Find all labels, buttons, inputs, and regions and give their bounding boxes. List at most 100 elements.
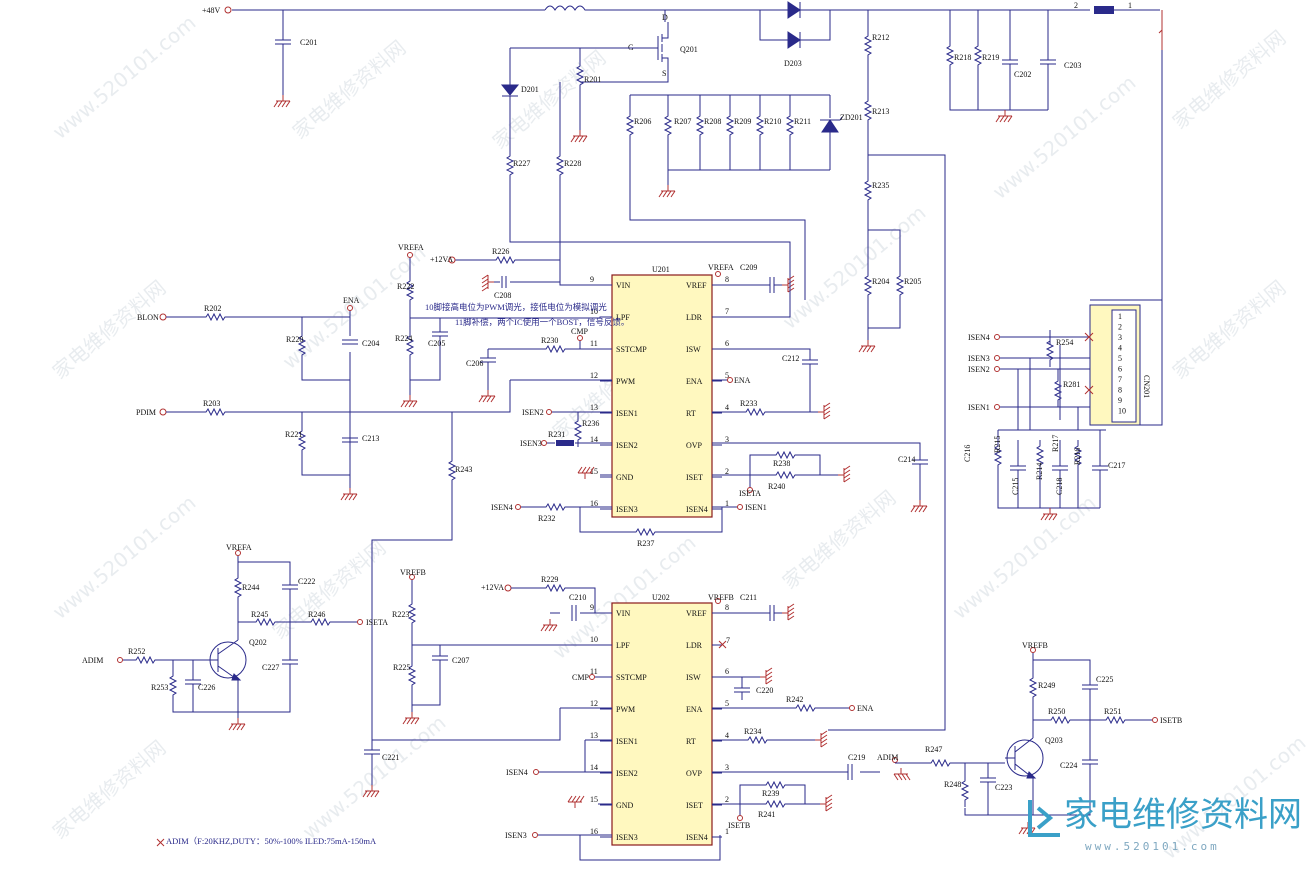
svg-text:ISEN3: ISEN3 bbox=[505, 831, 527, 840]
svg-text:C206: C206 bbox=[466, 359, 483, 368]
svg-text:D201: D201 bbox=[521, 85, 539, 94]
connector-pin: 2 bbox=[1118, 323, 1122, 332]
ic-pin-name: ISET bbox=[686, 801, 703, 810]
ic-pin-name: VIN bbox=[616, 281, 630, 290]
svg-text:ISEN2: ISEN2 bbox=[968, 365, 990, 374]
ic-pin-name: ISEN3 bbox=[616, 833, 638, 842]
svg-text:Q203: Q203 bbox=[1045, 736, 1063, 745]
svg-text:ISEN3: ISEN3 bbox=[968, 354, 990, 363]
ic-pin-number: 16 bbox=[590, 827, 598, 836]
svg-text:R239: R239 bbox=[762, 789, 779, 798]
ic-pin-number: 8 bbox=[725, 603, 729, 612]
ic-pin-number: 5 bbox=[725, 371, 729, 380]
ic-pin-name: ISEN2 bbox=[616, 441, 638, 450]
svg-text:R238: R238 bbox=[773, 459, 790, 468]
ic-pin-name: PWM bbox=[616, 705, 635, 714]
svg-text:R219: R219 bbox=[982, 53, 999, 62]
ic-pin-number: 16 bbox=[590, 499, 598, 508]
svg-text:R237: R237 bbox=[637, 539, 654, 548]
svg-text:VREFA: VREFA bbox=[226, 543, 252, 552]
svg-text:C215: C215 bbox=[1011, 478, 1020, 495]
ic-pin-number: 6 bbox=[725, 667, 729, 676]
svg-text:C209: C209 bbox=[740, 263, 757, 272]
svg-text:VREFA: VREFA bbox=[708, 263, 734, 272]
svg-text:R254: R254 bbox=[1056, 338, 1073, 347]
svg-text:R246: R246 bbox=[308, 610, 325, 619]
svg-text:ENA: ENA bbox=[343, 296, 360, 305]
svg-text:C207: C207 bbox=[452, 656, 469, 665]
svg-text:C224: C224 bbox=[1060, 761, 1077, 770]
svg-text:R226: R226 bbox=[492, 247, 509, 256]
connector-pin: 7 bbox=[1118, 375, 1122, 384]
ic-pin-number: 4 bbox=[725, 731, 729, 740]
svg-text:C223: C223 bbox=[995, 783, 1012, 792]
ic-pin-number: 1 bbox=[725, 827, 729, 836]
ic-pin-number: 12 bbox=[590, 699, 598, 708]
ic-pin-name: SSTCMP bbox=[616, 673, 647, 682]
svg-text:D203: D203 bbox=[784, 59, 802, 68]
adim-b-circuit: ADIM R247 R248 C223 Q203 VREFB R249 C225… bbox=[877, 641, 1182, 835]
label-c201: C201 bbox=[300, 38, 317, 47]
svg-text:1: 1 bbox=[1128, 1, 1132, 10]
svg-text:R220: R220 bbox=[286, 335, 303, 344]
svg-text:VREFB: VREFB bbox=[708, 593, 734, 602]
svg-text:家电维修资料网: 家电维修资料网 bbox=[778, 485, 901, 593]
ic-pin-name: LPF bbox=[616, 641, 630, 650]
svg-text:R210: R210 bbox=[764, 117, 781, 126]
ic-pin-name: VIN bbox=[616, 609, 630, 618]
svg-text:ISEN4: ISEN4 bbox=[491, 503, 513, 512]
ic-pin-number: 8 bbox=[725, 275, 729, 284]
svg-text:R249: R249 bbox=[1038, 681, 1055, 690]
svg-text:C227: C227 bbox=[262, 663, 279, 672]
svg-text:7: 7 bbox=[726, 636, 730, 645]
svg-text:家电维修资料网: 家电维修资料网 bbox=[1168, 275, 1291, 383]
svg-text:R206: R206 bbox=[634, 117, 651, 126]
svg-text:Q202: Q202 bbox=[249, 638, 267, 647]
ic-pin-number: 10 bbox=[590, 307, 598, 316]
u201-left-circuit: +12VA R226 C208 VREFA R222 R224 C205 BLO… bbox=[136, 243, 723, 745]
svg-text:R215: R215 bbox=[993, 436, 1002, 453]
ic-pin-name: ENA bbox=[686, 377, 703, 386]
ic-pin-name: LDR bbox=[686, 313, 703, 322]
svg-text:R204: R204 bbox=[872, 277, 889, 286]
svg-text:R222: R222 bbox=[397, 282, 414, 291]
svg-text:C204: C204 bbox=[362, 339, 379, 348]
ic-pin-name: SSTCMP bbox=[616, 345, 647, 354]
ic-pin-number: 2 bbox=[725, 795, 729, 804]
svg-text:ISEN1: ISEN1 bbox=[968, 403, 990, 412]
svg-text:www.520101.com: www.520101.com bbox=[298, 710, 451, 843]
connector-pin: 3 bbox=[1118, 333, 1122, 342]
svg-text:www.520101.com: www.520101.com bbox=[1085, 840, 1220, 853]
svg-text:R217: R217 bbox=[1051, 435, 1060, 452]
svg-text:R216: R216 bbox=[1073, 448, 1082, 465]
ic-pin-name: GND bbox=[616, 473, 634, 482]
adim-a-circuit: VREFA R244 C222 R245 R246 ISETA C227 Q20… bbox=[82, 543, 388, 731]
svg-text:11脚补偿，两个IC使用一个BOST，信号反馈。: 11脚补偿，两个IC使用一个BOST，信号反馈。 bbox=[455, 317, 629, 327]
ic-pin-number: 1 bbox=[725, 499, 729, 508]
ic-pin-number: 14 bbox=[590, 435, 598, 444]
svg-text:ISEN4: ISEN4 bbox=[506, 768, 528, 777]
svg-text:R245: R245 bbox=[251, 610, 268, 619]
svg-text:VREFA: VREFA bbox=[398, 243, 424, 252]
svg-text:R250: R250 bbox=[1048, 707, 1065, 716]
svg-text:ENA: ENA bbox=[857, 704, 874, 713]
svg-text:R244: R244 bbox=[242, 583, 259, 592]
power-input-section: +48V C201 G D S Q201 R201 D201 R227 R228… bbox=[202, 1, 1163, 731]
ic-pin-name: OVP bbox=[686, 769, 703, 778]
svg-text:R213: R213 bbox=[872, 107, 889, 116]
svg-text:www.520101.com: www.520101.com bbox=[948, 490, 1101, 623]
svg-text:www.520101.com: www.520101.com bbox=[48, 10, 201, 143]
svg-text:R251: R251 bbox=[1104, 707, 1121, 716]
ic-pin-number: 9 bbox=[590, 275, 594, 284]
svg-text:C208: C208 bbox=[494, 291, 511, 300]
ic-pin-number: 12 bbox=[590, 371, 598, 380]
ic-pin-number: 3 bbox=[725, 763, 729, 772]
ic-pin-name: LPF bbox=[616, 313, 630, 322]
svg-text:R224: R224 bbox=[395, 334, 412, 343]
svg-text:ISETA: ISETA bbox=[366, 618, 388, 627]
connector-pin: 4 bbox=[1118, 344, 1122, 353]
svg-text:R227: R227 bbox=[513, 159, 530, 168]
u201-right-circuit: VREFA C209 C212 ENA R233 C214 R238 R240 … bbox=[708, 263, 928, 513]
svg-text:R235: R235 bbox=[872, 181, 889, 190]
svg-text:C222: C222 bbox=[298, 577, 315, 586]
